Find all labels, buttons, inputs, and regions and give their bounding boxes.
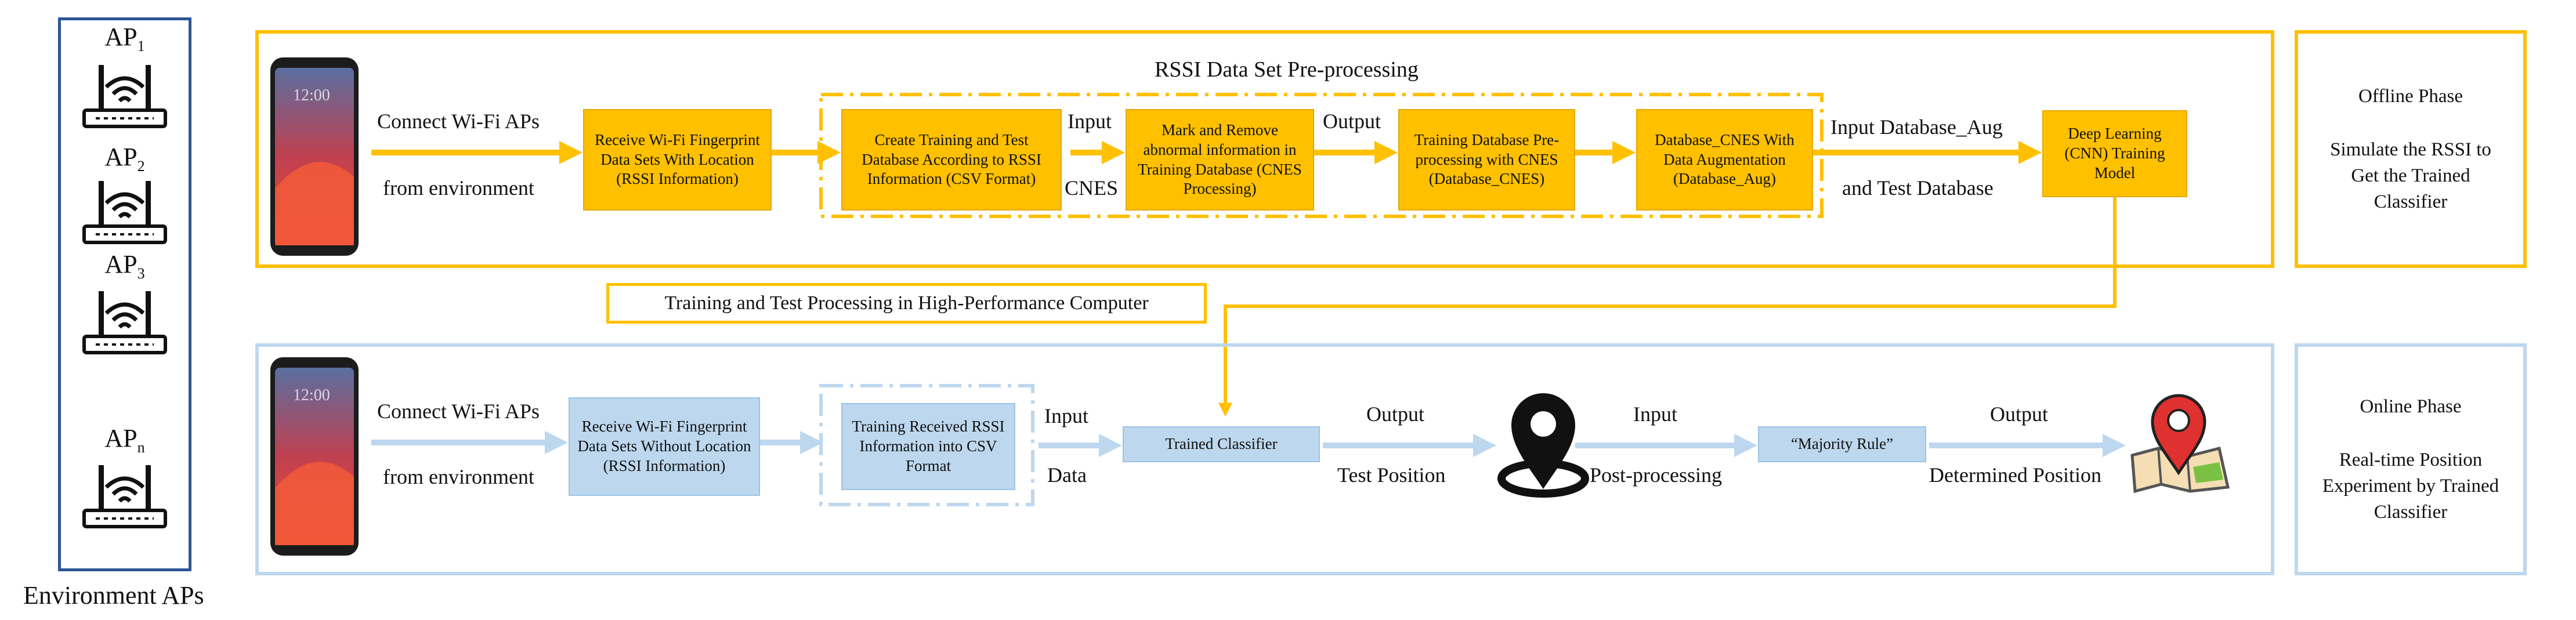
- ap-label-1: AP1: [67, 22, 183, 55]
- online-phase-panel: Online Phase Real-time Position Experime…: [2295, 343, 2527, 575]
- router-icon-3: [82, 291, 167, 354]
- online-receive-box: Receive Wi-Fi Fingerprint Data Sets With…: [569, 397, 760, 496]
- ap-label-n-base: AP: [104, 424, 138, 452]
- majority-rule-box: “Majority Rule”: [1758, 426, 1926, 462]
- router-icon-1: [82, 65, 167, 128]
- trained-classifier-box: Trained Classifier: [1123, 426, 1320, 462]
- offline-receive-box: Receive Wi-Fi Fingerprint Data Sets With…: [583, 109, 772, 211]
- offline-cnes-label: CNES: [1065, 176, 1119, 200]
- online-panel: [255, 343, 2274, 575]
- router-icon-n: [82, 465, 167, 528]
- offline-phase-description: Simulate the RSSI to Get the Trained Cla…: [2330, 139, 2491, 212]
- offline-env-label: from environment: [383, 176, 534, 200]
- offline-output-label: Output: [1323, 110, 1381, 133]
- ap-label-3-base: AP: [104, 250, 138, 278]
- test-position-label: Test Position: [1337, 463, 1446, 487]
- offline-training-database-box: Training Database Pre-processing with CN…: [1398, 109, 1575, 211]
- offline-connect-label: Connect Wi-Fi APs: [377, 110, 540, 133]
- offline-deep-learning-box: Deep Learning (CNN) Training Model: [2042, 110, 2187, 197]
- online-data-label: Data: [1047, 463, 1087, 487]
- online-phase-description: Real-time Position Experiment by Trained…: [2322, 449, 2499, 523]
- ap-label-2-sub: 2: [137, 157, 145, 175]
- smartphone-icon-online: [270, 357, 359, 556]
- phone-time-online: 12:00: [293, 386, 330, 404]
- online-phase-title: Online Phase: [2360, 396, 2462, 417]
- ap-label-2-base: AP: [104, 143, 138, 171]
- environment-aps-panel: [58, 17, 191, 571]
- ap-label-3: AP3: [67, 249, 183, 282]
- hpc-connector: [1218, 197, 2116, 417]
- hpc-processing-label: Training and Test Processing in High-Per…: [606, 283, 1207, 324]
- post-processing-label: Post-processing: [1590, 463, 1722, 487]
- online-output2-label: Output: [1990, 403, 2049, 426]
- smartphone-icon-offline: [270, 57, 359, 256]
- map-marker-icon: [2130, 394, 2230, 494]
- determined-position-label: Determined Position: [1929, 463, 2101, 487]
- phone-time-offline: 12:00: [293, 86, 330, 104]
- offline-mark-remove-box: Mark and Remove abnormal information in …: [1126, 109, 1314, 211]
- online-input2-label: Input: [1633, 403, 1677, 426]
- offline-create-database-box: Create Training and Test Database Accord…: [841, 109, 1062, 211]
- offline-title: RSSI Data Set Pre-processing: [1155, 57, 1419, 82]
- environment-aps-caption: Environment APs: [23, 581, 204, 610]
- offline-augmentation-box: Database_CNES With Data Augmentation (Da…: [1636, 109, 1813, 211]
- ap-label-3-sub: 3: [137, 264, 145, 282]
- offline-phase-title: Offline Phase: [2358, 85, 2463, 107]
- online-env-label: from environment: [383, 465, 534, 488]
- offline-phase-panel: Offline Phase Simulate the RSSI to Get t…: [2295, 30, 2527, 268]
- offline-input-aug-label: Input Database_Aug: [1830, 115, 2003, 139]
- online-processing-group: [819, 384, 1034, 506]
- ap-label-1-base: AP: [104, 23, 138, 51]
- online-output-label: Output: [1366, 403, 1425, 426]
- offline-processing-group: [819, 93, 1824, 218]
- online-input-label: Input: [1044, 404, 1088, 427]
- offline-test-db-label: and Test Database: [1842, 176, 1993, 200]
- ap-label-1-sub: 1: [137, 37, 145, 55]
- ap-label-n-sub: n: [137, 438, 145, 456]
- ap-label-2: AP2: [67, 142, 183, 175]
- router-icon-2: [82, 181, 167, 244]
- offline-input-label: Input: [1068, 110, 1112, 133]
- online-training-box: Training Received RSSI Information into …: [841, 403, 1015, 490]
- offline-panel: [255, 30, 2274, 268]
- ap-label-n: APn: [67, 423, 183, 456]
- location-pin-icon: [1497, 393, 1589, 498]
- online-connect-label: Connect Wi-Fi APs: [377, 400, 540, 423]
